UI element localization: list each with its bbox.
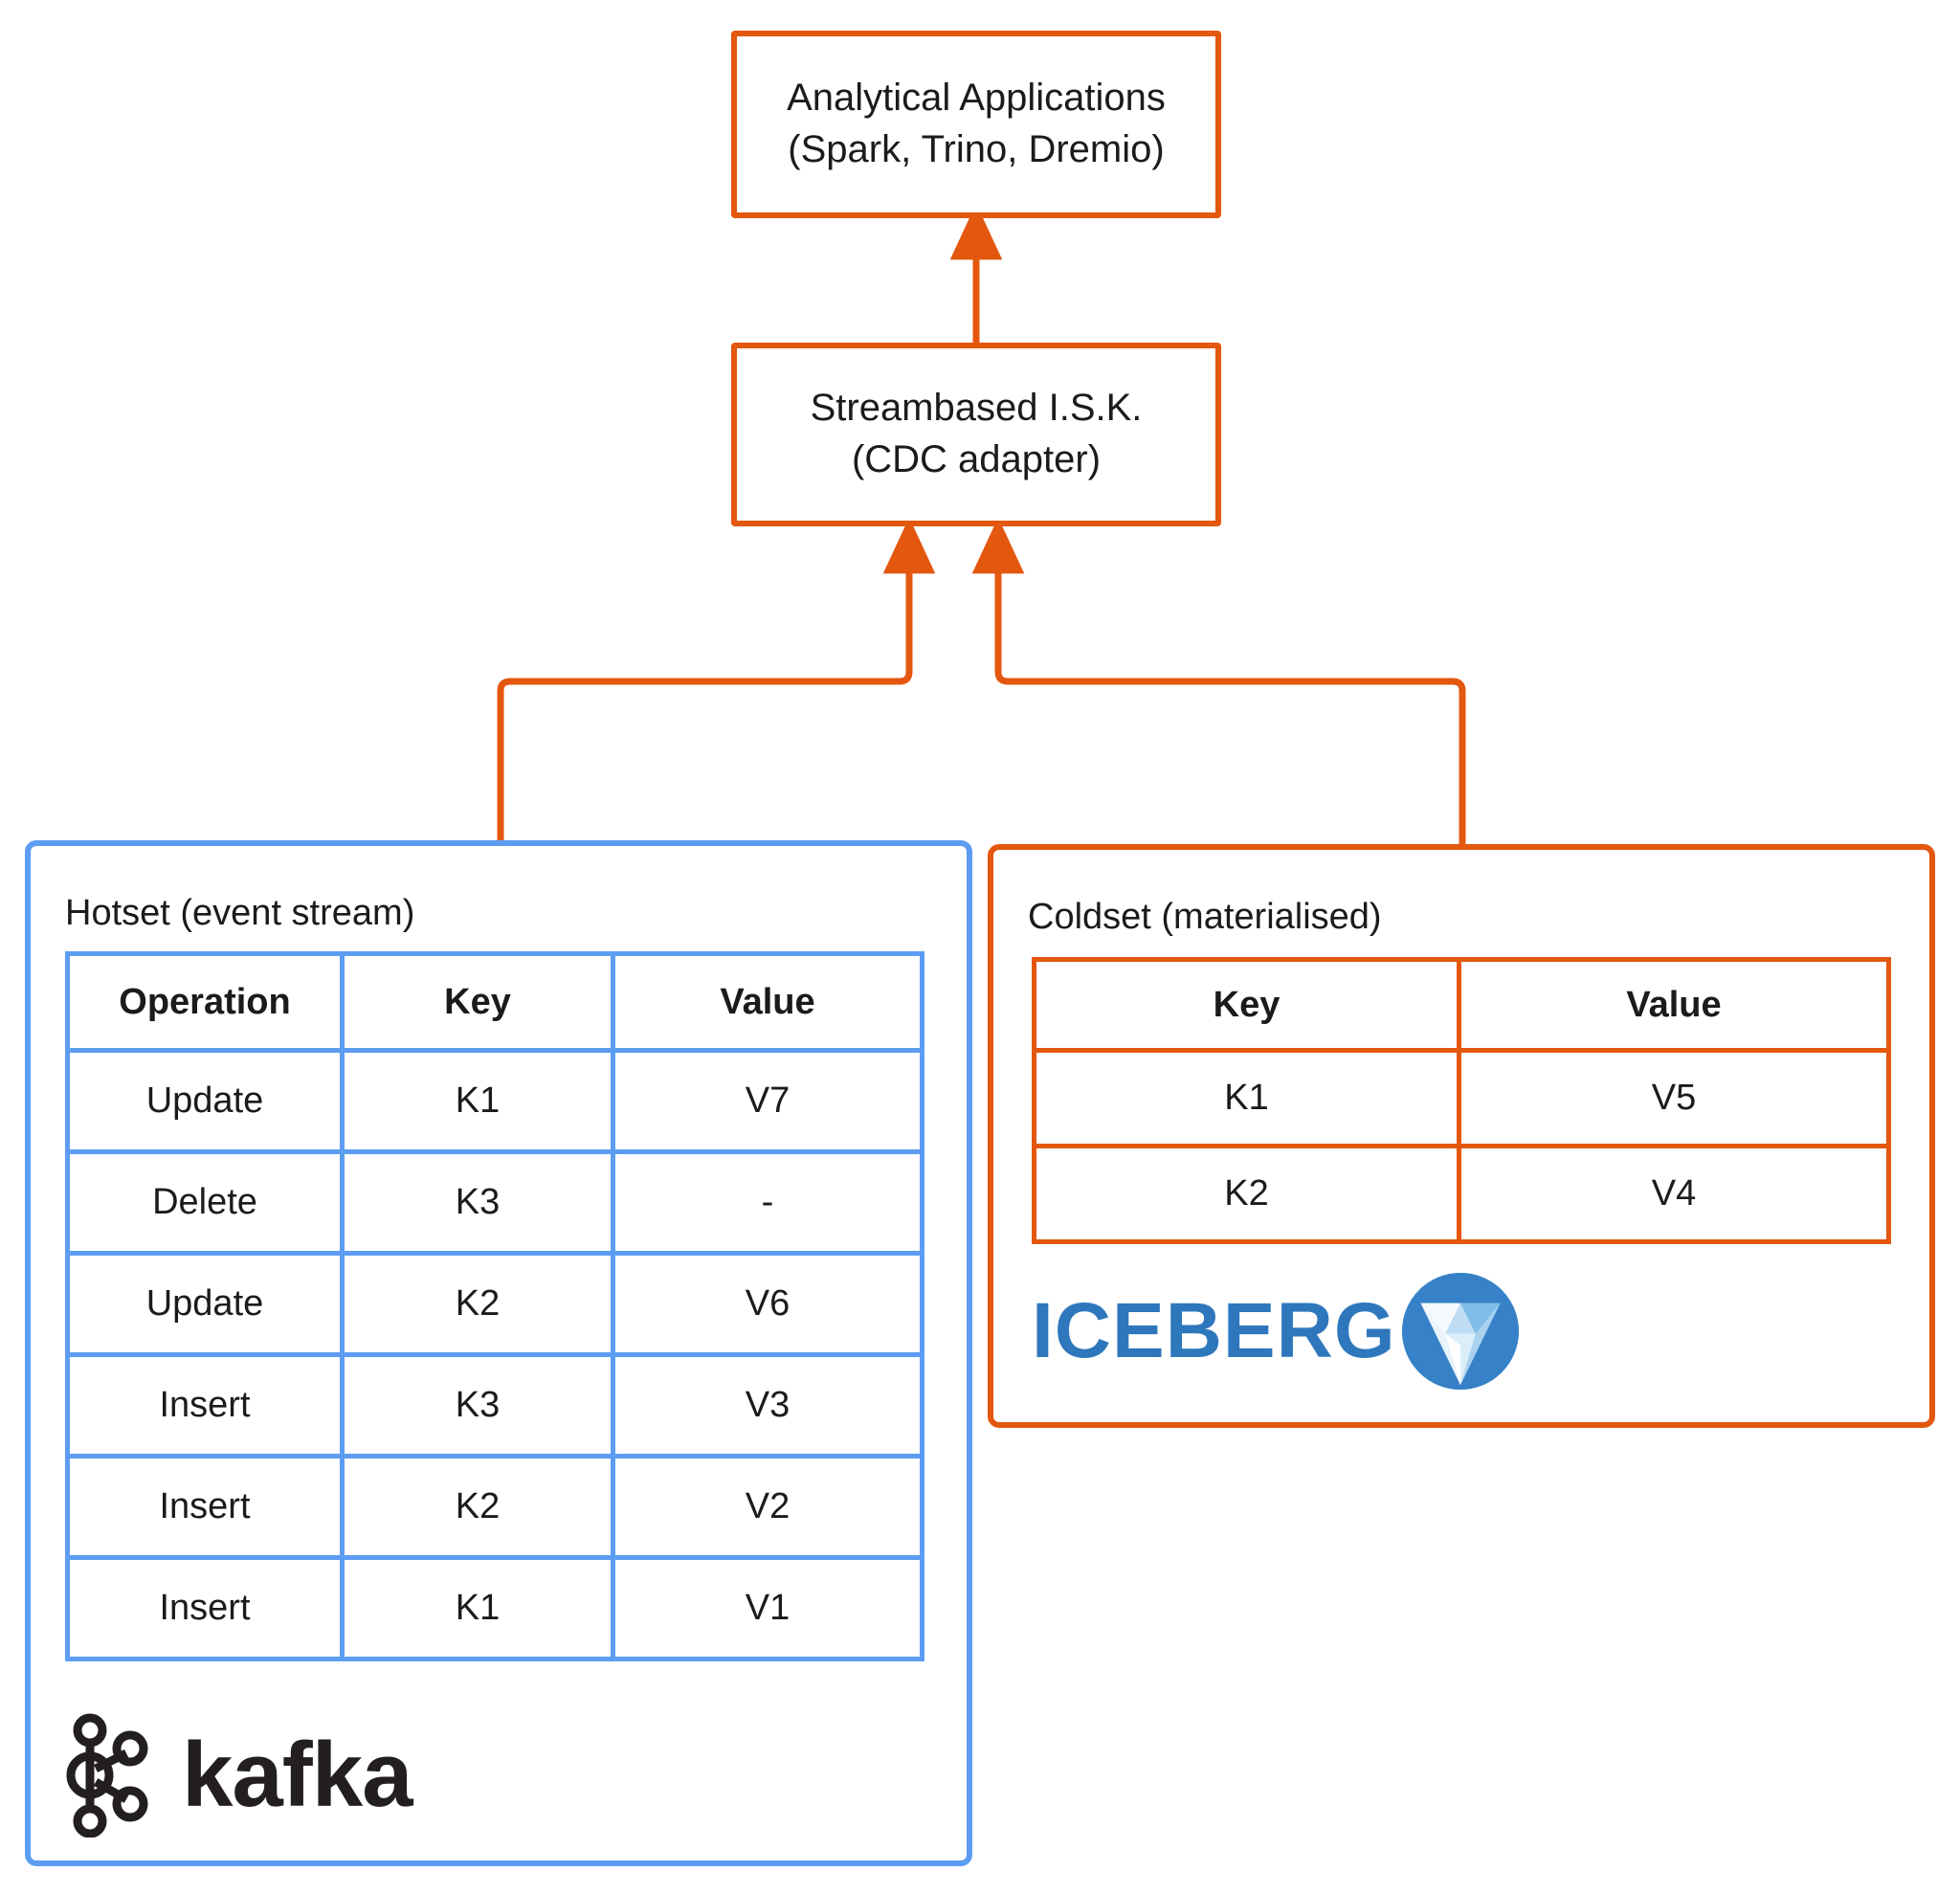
table-row: Update K2 V6 xyxy=(65,1256,924,1357)
hotset-cell-operation: Insert xyxy=(65,1560,345,1661)
hotset-header-value: Value xyxy=(615,951,924,1053)
coldset-cell-value: V5 xyxy=(1461,1053,1891,1148)
hotset-cell-operation: Insert xyxy=(65,1357,345,1459)
table-row: Delete K3 - xyxy=(65,1154,924,1256)
streambased-isk-line-1: Streambased I.S.K. xyxy=(810,387,1143,430)
hotset-cell-key: K2 xyxy=(345,1459,615,1560)
hotset-cell-operation: Update xyxy=(65,1256,345,1357)
hotset-cell-key: K3 xyxy=(345,1357,615,1459)
hotset-cell-key: K1 xyxy=(345,1053,615,1154)
wire-hotset-to-isk xyxy=(497,517,936,840)
hotset-table[interactable]: Operation Key Value Update K1 V7 Delete … xyxy=(65,951,924,1661)
analytical-applications-line-2: (Spark, Trino, Dremio) xyxy=(788,128,1165,170)
hotset-cell-value: - xyxy=(615,1154,924,1256)
table-row: Insert K1 V1 xyxy=(65,1560,924,1661)
hotset-cell-value: V1 xyxy=(615,1560,924,1661)
node-analytical-applications[interactable]: Analytical Applications (Spark, Trino, D… xyxy=(731,31,1221,218)
hotset-cell-operation: Insert xyxy=(65,1459,345,1560)
kafka-wordmark: kafka xyxy=(182,1724,413,1826)
iceberg-gem-globe-icon xyxy=(1401,1273,1519,1390)
hotset-title: Hotset (event stream) xyxy=(65,893,415,933)
hotset-cell-key: K2 xyxy=(345,1256,615,1357)
kafka-node-graph-icon xyxy=(66,1713,148,1837)
wire-coldset-to-isk xyxy=(971,517,1466,844)
table-row: Update K1 V7 xyxy=(65,1053,924,1154)
table-header-row: Operation Key Value xyxy=(65,951,924,1053)
coldset-table[interactable]: Key Value K1 V5 K2 V4 xyxy=(1032,957,1891,1244)
table-row: K1 V5 xyxy=(1032,1053,1891,1148)
iceberg-wordmark: ICEBERG xyxy=(1032,1287,1396,1374)
node-streambased-isk[interactable]: Streambased I.S.K. (CDC adapter) xyxy=(731,343,1221,526)
streambased-isk-line-2: (CDC adapter) xyxy=(851,438,1102,480)
hotset-cell-value: V7 xyxy=(615,1053,924,1154)
coldset-cell-value: V4 xyxy=(1461,1148,1891,1244)
table-row: K2 V4 xyxy=(1032,1148,1891,1244)
table-row: Insert K3 V3 xyxy=(65,1357,924,1459)
table-header-row: Key Value xyxy=(1032,957,1891,1053)
hotset-cell-value: V3 xyxy=(615,1357,924,1459)
hotset-cell-operation: Delete xyxy=(65,1154,345,1256)
hotset-cell-key: K1 xyxy=(345,1560,615,1661)
hotset-cell-operation: Update xyxy=(65,1053,345,1154)
analytical-applications-line-1: Analytical Applications xyxy=(787,77,1166,120)
hotset-cell-value: V2 xyxy=(615,1459,924,1560)
coldset-cell-key: K2 xyxy=(1032,1148,1461,1244)
kafka-logo: kafka xyxy=(54,1713,413,1837)
coldset-title: Coldset (materialised) xyxy=(1028,897,1382,937)
hotset-header-key: Key xyxy=(345,951,615,1053)
table-row: Insert K2 V2 xyxy=(65,1459,924,1560)
coldset-header-value: Value xyxy=(1461,957,1891,1053)
hotset-header-operation: Operation xyxy=(65,951,345,1053)
iceberg-logo: ICEBERG xyxy=(1032,1273,1519,1390)
coldset-header-key: Key xyxy=(1032,957,1461,1053)
hotset-cell-key: K3 xyxy=(345,1154,615,1256)
coldset-cell-key: K1 xyxy=(1032,1053,1461,1148)
hotset-cell-value: V6 xyxy=(615,1256,924,1357)
